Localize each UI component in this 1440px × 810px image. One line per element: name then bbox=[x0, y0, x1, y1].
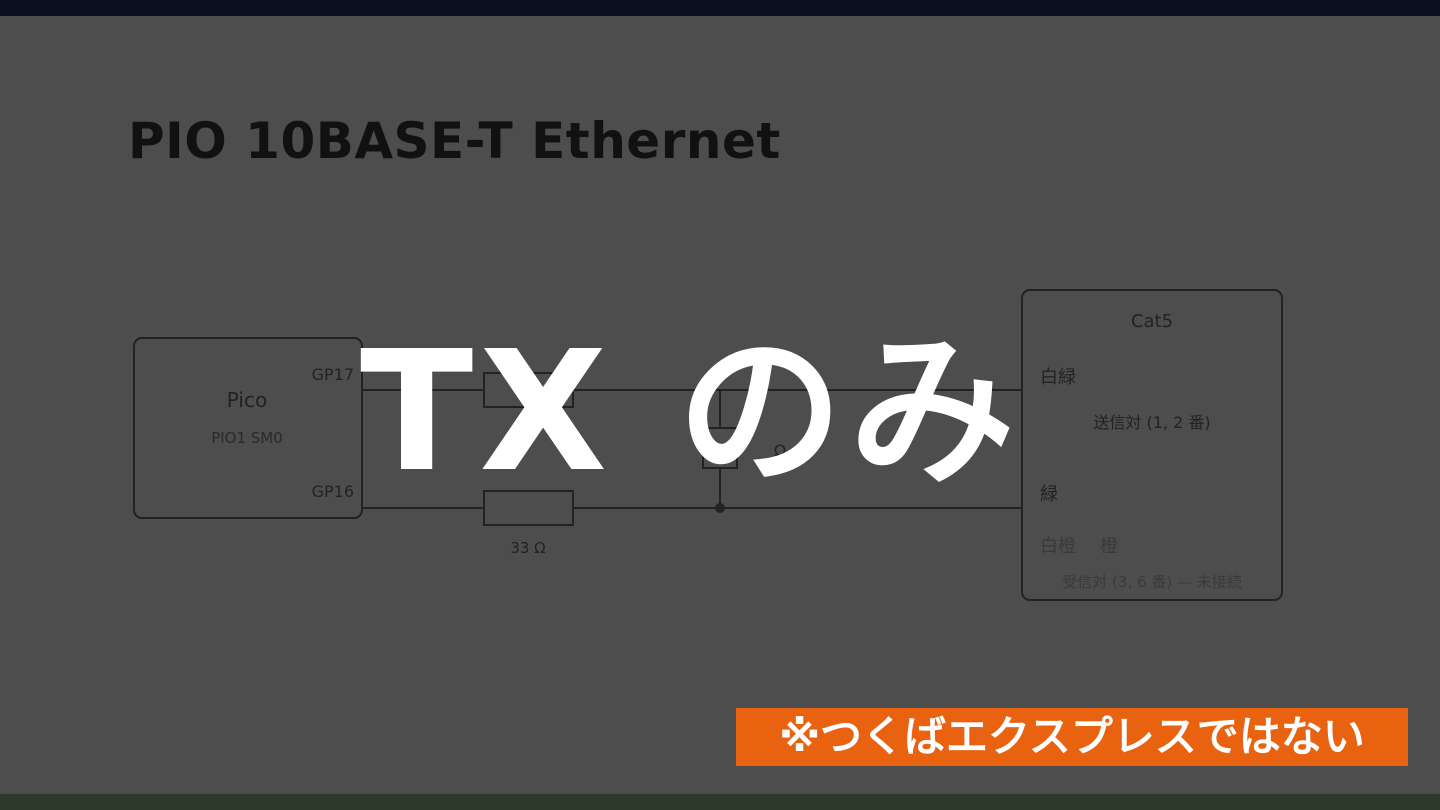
pin-gp16-label: GP16 bbox=[312, 482, 354, 501]
cat5-title: Cat5 bbox=[1131, 311, 1173, 332]
junction-dot bbox=[715, 503, 725, 513]
tx-only-overlay: TX のみ bbox=[360, 316, 1022, 509]
resistor-top bbox=[483, 372, 574, 408]
pico-box bbox=[133, 337, 363, 519]
top-bar bbox=[0, 0, 1440, 16]
resistor-bottom-label: 33 Ω bbox=[510, 539, 545, 557]
tx-pair-label: 送信対 (1, 2 番) bbox=[1093, 413, 1210, 432]
pico-sublabel: PIO1 SM0 bbox=[211, 429, 283, 447]
pico-label: Pico bbox=[227, 388, 267, 412]
pin-orange: 橙 bbox=[1100, 536, 1118, 557]
pin-white-green: 白緑 bbox=[1040, 367, 1076, 388]
resistor-shunt bbox=[702, 427, 738, 469]
pin-green: 緑 bbox=[1040, 484, 1058, 505]
resistor-bottom bbox=[483, 490, 574, 526]
pin-white-orange: 白橙 bbox=[1040, 536, 1076, 557]
rx-pair-label: 受信対 (3, 6 番) — 未接続 bbox=[1062, 573, 1241, 591]
pin-gp17-label: GP17 bbox=[312, 365, 354, 384]
bottom-bar bbox=[0, 794, 1440, 810]
cat5-box bbox=[1021, 289, 1283, 601]
slide-title: PIO 10BASE-T Ethernet bbox=[128, 112, 781, 170]
note-badge: ※つくばエクスプレスではない bbox=[736, 708, 1408, 766]
resistor-shunt-label: Ω bbox=[774, 441, 786, 460]
